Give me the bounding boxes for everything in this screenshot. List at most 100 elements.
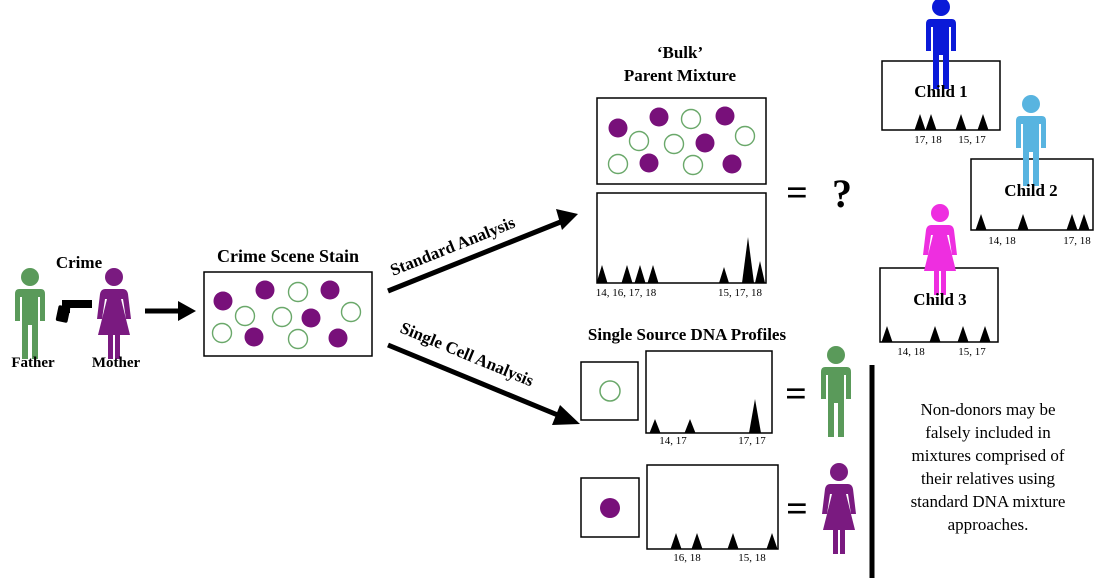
- child-2-label-right: 17, 18: [1063, 235, 1091, 247]
- bulk-question: ?: [832, 171, 852, 216]
- father-peaks: [649, 399, 761, 433]
- peak-6: [755, 261, 765, 283]
- dark-cell-3: [715, 106, 735, 126]
- single-source-section: Single Source DNA Profiles 14, 17 17, 17…: [580, 325, 856, 564]
- peak-3: [1078, 214, 1090, 230]
- father-equals: =: [785, 373, 807, 415]
- child-1-peaks: [914, 114, 989, 130]
- peak-1: [1017, 214, 1029, 230]
- standard-analysis-arrow: Standard Analysis: [387, 209, 578, 294]
- mother-equals: =: [786, 488, 808, 530]
- bulk-peaks: [596, 237, 765, 283]
- note-line-3: mixtures comprised of: [912, 446, 1065, 465]
- single-source-title: Single Source DNA Profiles: [588, 325, 787, 344]
- light-cell-5: [271, 306, 293, 328]
- peak-2: [634, 265, 646, 283]
- child-3-label-left: 14, 18: [897, 346, 925, 358]
- dark-cell-10: [328, 328, 348, 348]
- child-3-name: Child 3: [913, 290, 966, 309]
- child-1-box: [881, 60, 1001, 131]
- peak-0: [975, 214, 987, 230]
- dark-cell-6: [301, 308, 321, 328]
- light-cell-11: [211, 322, 233, 344]
- mother-icon: [97, 268, 131, 359]
- peak-5: [742, 237, 754, 283]
- light-cell-7: [734, 125, 756, 147]
- father-electropherogram: [645, 350, 773, 434]
- peak-3: [766, 533, 778, 549]
- mother-cell: [600, 498, 620, 518]
- gun-icon: [55, 300, 92, 323]
- dark-cell-6: [695, 133, 715, 153]
- bulk-label-right: 15, 17, 18: [718, 287, 763, 299]
- light-cell-10: [682, 154, 704, 176]
- crime-title: Crime: [56, 253, 103, 272]
- father-cell: [599, 380, 621, 402]
- child-2-label-left: 14, 18: [988, 235, 1016, 247]
- peak-3: [979, 326, 991, 342]
- peak-1: [691, 533, 703, 549]
- light-cell-2: [287, 281, 309, 303]
- father-result-icon: [821, 346, 851, 437]
- light-cell-9: [287, 328, 309, 350]
- peak-2: [957, 326, 969, 342]
- light-cell-5: [663, 133, 685, 155]
- peak-0: [914, 114, 926, 130]
- peak-2: [727, 533, 739, 549]
- child-3-peaks: [881, 326, 991, 342]
- child-2-peaks: [975, 214, 1090, 230]
- mother-profile-label-left: 16, 18: [673, 552, 701, 564]
- bulk-title-line2: Parent Mixture: [624, 66, 737, 85]
- dark-cell-8: [244, 327, 264, 347]
- peak-1: [929, 326, 941, 342]
- bulk-title-line1: ‘Bulk’: [657, 43, 703, 62]
- bulk-section: ‘Bulk’ Parent Mixture 14, 16, 17, 18 15,…: [596, 43, 852, 299]
- bulk-equals: =: [786, 172, 808, 214]
- child-2-card: Child 2 14, 18 17, 18: [970, 95, 1094, 247]
- peak-0: [670, 533, 682, 549]
- peak-4: [719, 267, 729, 283]
- mother-label: Mother: [92, 355, 141, 371]
- stain-title: Crime Scene Stain: [217, 246, 359, 266]
- light-cell-4: [234, 305, 256, 327]
- peak-2: [749, 399, 761, 433]
- stain-cells: [211, 280, 362, 350]
- note-line-6: approaches.: [948, 515, 1029, 534]
- note-line-1: Non-donors may be: [920, 400, 1055, 419]
- dark-cell-3: [320, 280, 340, 300]
- mother-profile-label-right: 15, 18: [738, 552, 766, 564]
- mother-result-icon: [822, 463, 856, 554]
- child-1-name: Child 1: [914, 82, 967, 101]
- child-3-label-right: 15, 17: [958, 346, 986, 358]
- note-line-5: standard DNA mixture: [911, 492, 1066, 511]
- child-1-label-right: 15, 17: [958, 134, 986, 146]
- peak-2: [955, 114, 967, 130]
- note-line-2: falsely included in: [925, 423, 1051, 442]
- peak-1: [621, 265, 633, 283]
- father-label: Father: [11, 355, 55, 371]
- dark-cell-9: [639, 153, 659, 173]
- child-1-label-left: 17, 18: [914, 134, 942, 146]
- single-cell-arrow: Single Cell Analysis: [387, 318, 580, 425]
- note-text-block: Non-donors may be falsely included in mi…: [911, 400, 1066, 534]
- peak-3: [647, 265, 659, 283]
- light-cell-2: [680, 108, 702, 130]
- peak-0: [649, 419, 661, 433]
- peak-1: [925, 114, 937, 130]
- light-cell-7: [340, 301, 362, 323]
- light-cell-4: [628, 130, 650, 152]
- peak-2: [1066, 214, 1078, 230]
- peak-0: [596, 265, 608, 283]
- dark-cell-1: [255, 280, 275, 300]
- child-1-card: Child 1 17, 18 15, 17: [881, 0, 1001, 146]
- light-cell-8: [607, 153, 629, 175]
- bulk-electropherogram: [596, 192, 767, 284]
- arrow-to-stain: [145, 301, 196, 321]
- note-line-4: their relatives using: [921, 469, 1056, 488]
- dark-cell-11: [722, 154, 742, 174]
- child-2-name: Child 2: [1004, 181, 1057, 200]
- bulk-label-left: 14, 16, 17, 18: [596, 287, 657, 299]
- dark-cell-0: [213, 291, 233, 311]
- mother-electropherogram: [646, 464, 779, 550]
